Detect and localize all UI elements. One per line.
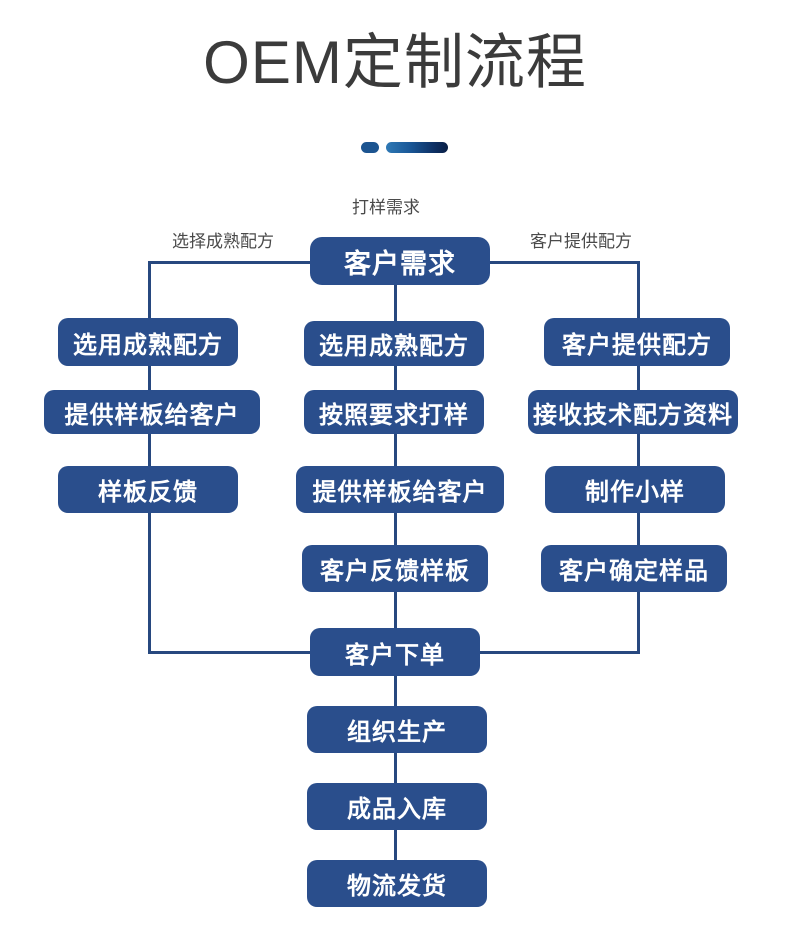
node-trunk-order[interactable]: 客户下单 bbox=[310, 628, 480, 676]
connector-center-5 bbox=[394, 592, 397, 628]
caption-left: 选择成熟配方 bbox=[172, 232, 274, 251]
node-trunk-warehouse[interactable]: 成品入库 bbox=[307, 783, 487, 830]
node-right-3[interactable]: 制作小样 bbox=[545, 466, 725, 513]
node-left-2[interactable]: 提供样板给客户 bbox=[44, 390, 260, 434]
connector-trunk-1 bbox=[394, 676, 397, 706]
connector-right-rail-to-order bbox=[478, 651, 640, 654]
caption-right: 客户提供配方 bbox=[530, 232, 632, 251]
connector-left-1 bbox=[148, 366, 151, 390]
node-trunk-production[interactable]: 组织生产 bbox=[307, 706, 487, 753]
connector-right-1 bbox=[637, 366, 640, 390]
node-right-1[interactable]: 客户提供配方 bbox=[544, 318, 730, 366]
node-center-2[interactable]: 按照要求打样 bbox=[304, 390, 484, 434]
connector-right-3 bbox=[637, 513, 640, 545]
connector-head-right bbox=[488, 261, 640, 264]
connector-center-3 bbox=[394, 434, 397, 466]
connector-left-rail-to-order bbox=[148, 651, 312, 654]
connector-head-left bbox=[148, 261, 312, 264]
title-decoration bbox=[0, 141, 790, 155]
decoration-bar-icon bbox=[386, 142, 448, 153]
caption-top-center: 打样需求 bbox=[352, 198, 420, 217]
connector-trunk-3 bbox=[394, 830, 397, 860]
node-trunk-shipping[interactable]: 物流发货 bbox=[307, 860, 487, 907]
page-title: OEM定制流程 bbox=[203, 29, 587, 96]
connector-trunk-2 bbox=[394, 753, 397, 783]
node-left-1[interactable]: 选用成熟配方 bbox=[58, 318, 238, 366]
decoration-dot-icon bbox=[361, 142, 379, 153]
connector-left-2 bbox=[148, 434, 151, 466]
connector-center-2 bbox=[394, 366, 397, 390]
node-right-2[interactable]: 接收技术配方资料 bbox=[528, 390, 738, 434]
node-left-3[interactable]: 样板反馈 bbox=[58, 466, 238, 513]
node-center-1[interactable]: 选用成熟配方 bbox=[304, 321, 484, 366]
node-customer-requirement[interactable]: 客户需求 bbox=[310, 237, 490, 285]
node-center-3[interactable]: 提供样板给客户 bbox=[296, 466, 504, 513]
connector-center-1 bbox=[394, 285, 397, 321]
connector-center-4 bbox=[394, 513, 397, 545]
node-center-4[interactable]: 客户反馈样板 bbox=[302, 545, 488, 592]
node-right-4[interactable]: 客户确定样品 bbox=[541, 545, 727, 592]
connector-right-2 bbox=[637, 434, 640, 466]
